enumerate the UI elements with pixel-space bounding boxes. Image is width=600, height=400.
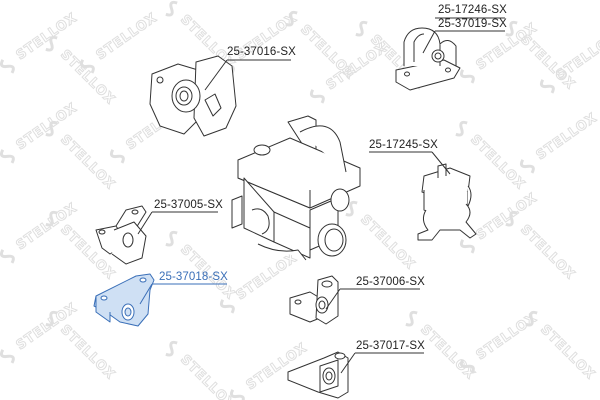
part-25-37017-SX-drawing bbox=[287, 351, 349, 399]
label-25-37019-SX[interactable]: 25-37019-SX bbox=[438, 18, 507, 30]
label-25-37005-SX[interactable]: 25-37005-SX bbox=[154, 199, 223, 211]
label-25-17245-SX[interactable]: 25-17245-SX bbox=[369, 139, 438, 151]
part-25-17246-SX-drawing bbox=[395, 27, 461, 91]
part-25-37016-SX-drawing bbox=[149, 55, 237, 137]
label-25-37016-SX[interactable]: 25-37016-SX bbox=[227, 46, 296, 58]
label-25-17246-SX[interactable]: 25-17246-SX bbox=[438, 4, 507, 16]
label-25-37018-SX[interactable]: 25-37018-SX bbox=[159, 271, 228, 283]
part-25-17245-SX-drawing bbox=[417, 163, 477, 241]
part-25-37005-SX-drawing bbox=[95, 205, 147, 265]
label-25-37006-SX[interactable]: 25-37006-SX bbox=[356, 276, 425, 288]
engine-drawing bbox=[231, 115, 361, 261]
leader-lines bbox=[137, 17, 505, 374]
part-25-37006-SX-drawing bbox=[289, 275, 339, 325]
label-25-37017-SX[interactable]: 25-37017-SX bbox=[356, 340, 425, 352]
part-25-37018-SX-drawing bbox=[93, 273, 227, 327]
